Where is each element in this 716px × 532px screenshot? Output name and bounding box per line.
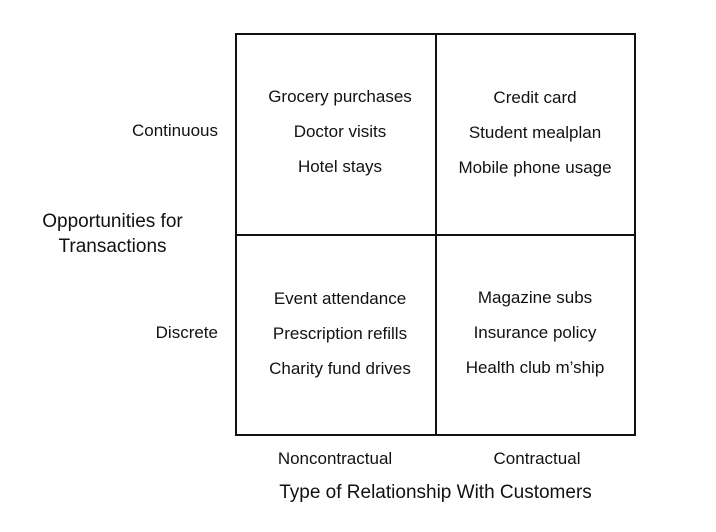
row-label-continuous: Continuous <box>131 121 218 140</box>
y-axis-title-line1: Opportunities for <box>42 211 183 232</box>
row-label-discrete: Discrete <box>155 323 218 342</box>
cell-item: Grocery purchases <box>268 87 412 106</box>
cell-continuous-contractual: Credit card Student mealplan Mobile phon… <box>435 80 635 185</box>
x-axis-title: Type of Relationship With Customers <box>279 482 592 503</box>
matrix-horizontal-divider <box>235 234 636 236</box>
cell-item: Student mealplan <box>468 123 602 142</box>
cell-item: Prescription refills <box>272 324 408 343</box>
cell-continuous-noncontractual: Grocery purchases Doctor visits Hotel st… <box>240 79 440 184</box>
cell-item: Doctor visits <box>293 122 387 141</box>
y-axis-title-line2: Transactions <box>58 236 167 257</box>
cell-discrete-contractual: Magazine subs Insurance policy Health cl… <box>435 280 635 385</box>
cell-item: Credit card <box>493 88 577 107</box>
cell-item: Magazine subs <box>477 288 593 307</box>
cell-item: Mobile phone usage <box>458 158 612 177</box>
cell-item: Event attendance <box>273 289 407 308</box>
column-label-contractual: Contractual <box>493 449 581 468</box>
cell-discrete-noncontractual: Event attendance Prescription refills Ch… <box>240 281 440 386</box>
cell-item: Insurance policy <box>473 323 597 342</box>
y-axis-title: Opportunities for Transactions <box>20 209 205 259</box>
cell-item: Charity fund drives <box>269 359 411 378</box>
cell-item: Hotel stays <box>297 157 383 176</box>
cell-item: Health club m’ship <box>465 358 605 377</box>
column-label-noncontractual: Noncontractual <box>277 449 393 468</box>
